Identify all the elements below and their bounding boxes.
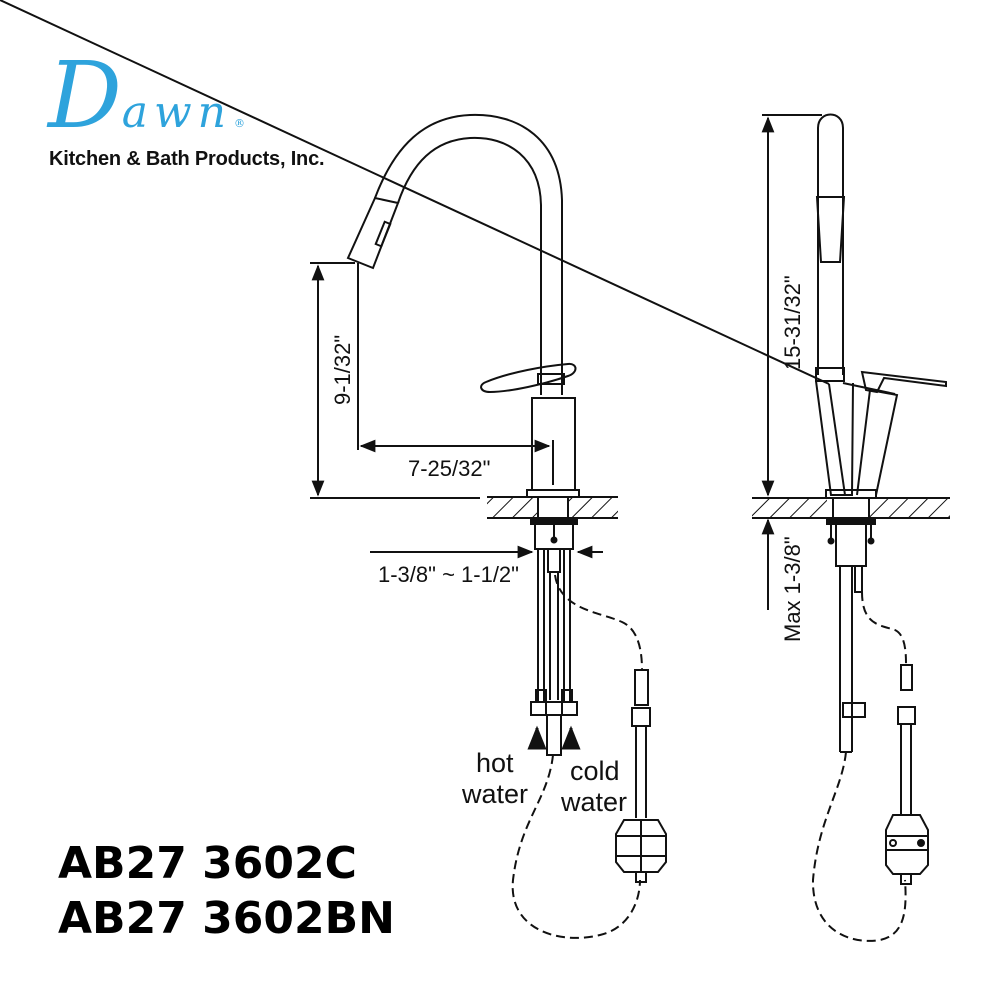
logo-rest: awn: [121, 87, 232, 138]
water-inlet-arrows-icon: [527, 725, 581, 750]
spout-height-dimension: 9-1/32": [330, 335, 355, 405]
cold-water-label-1: cold: [570, 756, 620, 786]
hose-weight-icon: [615, 669, 667, 883]
brand-logo: Dawn®: [48, 42, 245, 149]
front-view: [346, 113, 667, 939]
side-body-icon: [0, 0, 899, 496]
side-hoses-icon: [839, 565, 866, 753]
logo-initial: D: [48, 42, 122, 149]
faucet-body-icon: [526, 397, 580, 498]
registered-mark: ®: [234, 117, 245, 130]
hole-diameter-dimension: 1-3/8" ~ 1-1/2": [378, 562, 519, 587]
gooseneck-spout-icon: [346, 113, 563, 395]
hot-water-label-2: water: [461, 779, 528, 809]
model-code-brushed-nickel: AB27 3602BN: [58, 893, 395, 944]
cold-water-label-2: water: [560, 787, 627, 817]
side-spout-icon: [815, 113, 846, 382]
pull-down-hose-icon: [511, 754, 641, 939]
company-name: Kitchen & Bath Products, Inc.: [49, 148, 325, 170]
side-hose-weight-icon: [885, 664, 929, 885]
hot-water-label-1: hot: [476, 748, 514, 778]
countertop-section-icon: [487, 496, 618, 550]
side-handle-icon: [860, 370, 947, 394]
side-countertop-icon: [752, 489, 950, 567]
model-code-chrome: AB27 3602C: [58, 838, 357, 889]
side-view: [0, 0, 950, 942]
spout-reach-dimension: 7-25/32": [408, 456, 490, 481]
supply-hoses-icon: [530, 548, 578, 756]
front-dimensions: [310, 262, 603, 559]
handle-lever-icon: [480, 362, 577, 394]
overall-height-dimension: 15-31/32": [780, 275, 805, 370]
side-dimensions: [761, 114, 822, 610]
max-deck-thickness-dimension: Max 1-3/8": [780, 536, 805, 642]
